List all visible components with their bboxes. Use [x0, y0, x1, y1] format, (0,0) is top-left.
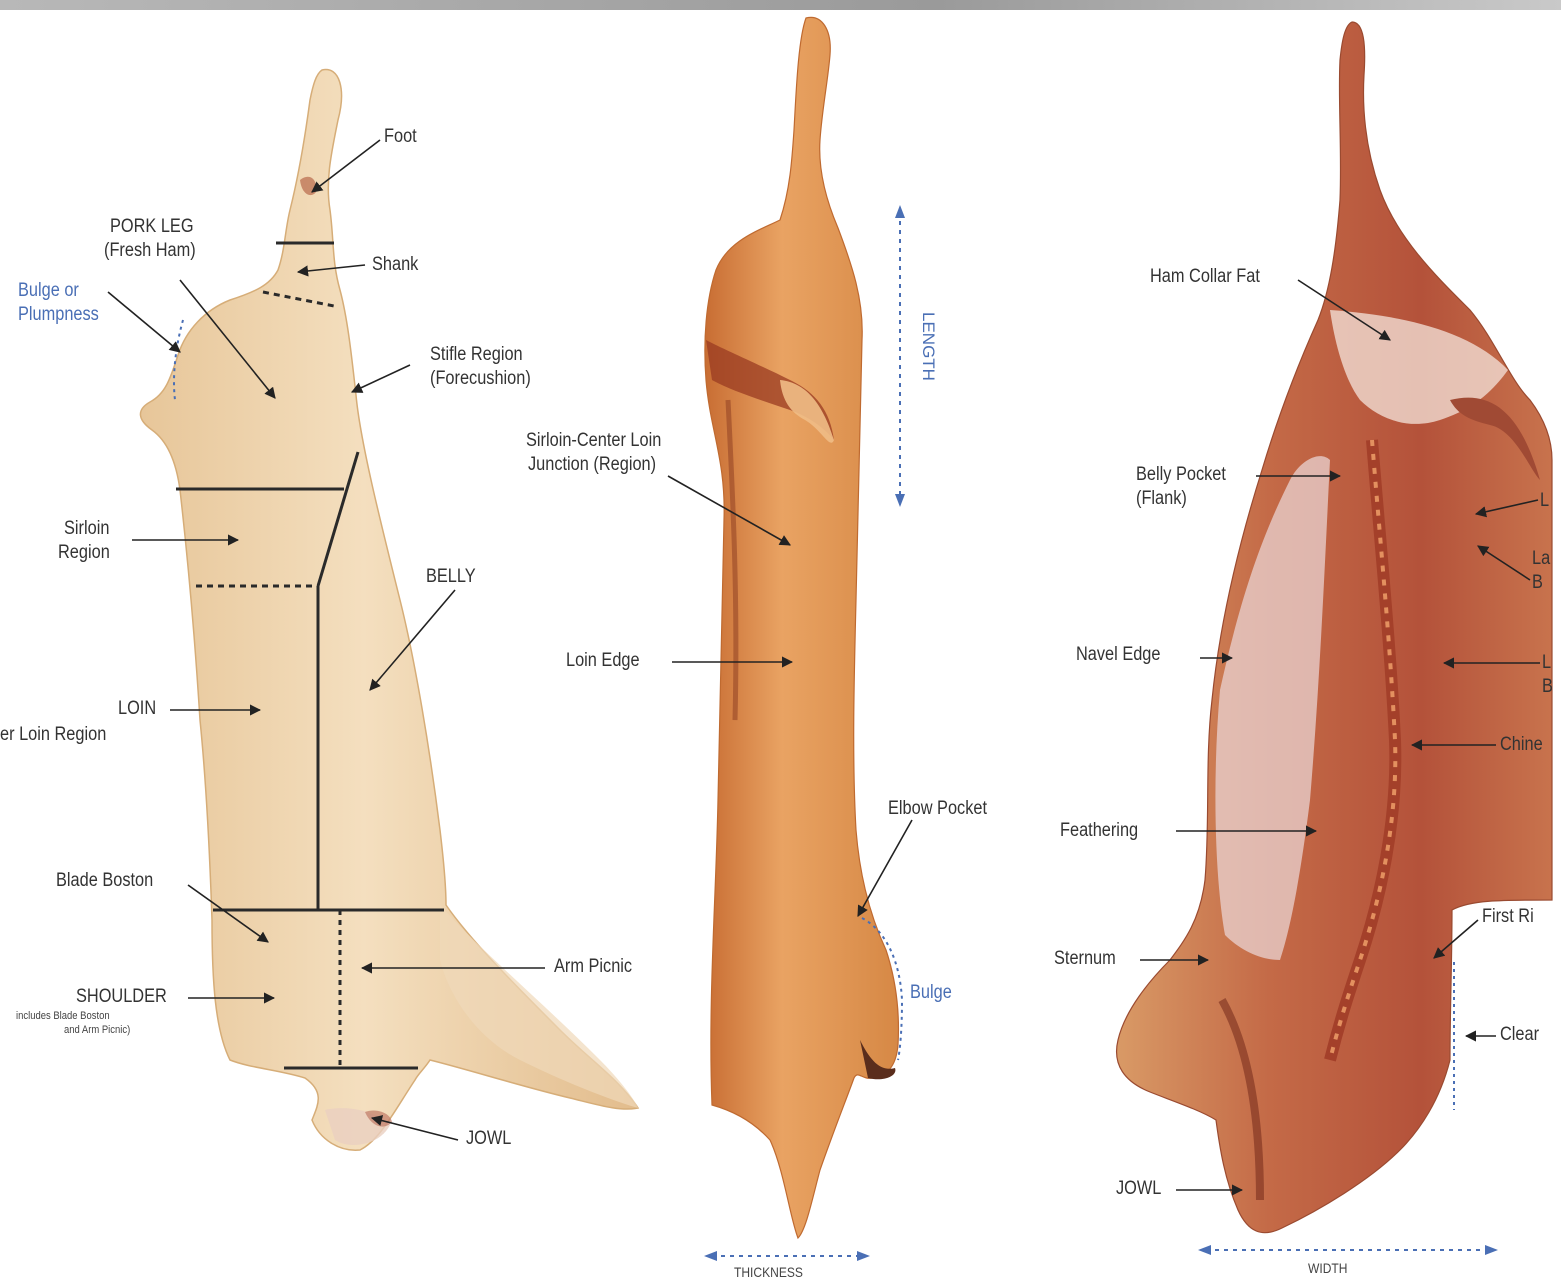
label-thickness: THICKNESS [734, 1266, 803, 1278]
label-l-1: L [1540, 490, 1549, 512]
label-belly: BELLY [426, 566, 476, 588]
label-pork-leg-sub: (Fresh Ham) [104, 240, 196, 262]
label-navel-edge: Navel Edge [1076, 644, 1160, 666]
label-la-1: La [1532, 548, 1550, 570]
label-jowl-right: JOWL [1116, 1178, 1161, 1200]
label-sirloin-junction-1: Sirloin-Center Loin [526, 430, 661, 452]
middle-carcass-side [705, 17, 899, 1238]
label-shoulder-note-2: and Arm Picnic) [64, 1024, 130, 1036]
label-sirloin-junction-2: Junction (Region) [528, 454, 656, 476]
label-stifle-1: Stifle Region [430, 344, 523, 366]
label-bulge-1: Bulge or [18, 280, 79, 302]
label-belly-pocket-1: Belly Pocket [1136, 464, 1226, 486]
label-shoulder-note-1: includes Blade Boston [16, 1010, 110, 1022]
label-width: WIDTH [1308, 1262, 1347, 1274]
label-elbow-pocket: Elbow Pocket [888, 798, 987, 820]
label-foot: Foot [384, 126, 417, 148]
label-ham-collar-fat: Ham Collar Fat [1150, 266, 1260, 288]
label-jowl-left: JOWL [466, 1128, 511, 1150]
label-loin: LOIN [118, 698, 156, 720]
label-arm-picnic: Arm Picnic [554, 956, 632, 978]
right-carcass-interior [1117, 22, 1552, 1233]
label-center-loin-region: er Loin Region [0, 724, 106, 746]
label-sirloin-2: Region [58, 542, 110, 564]
label-bulge-middle: Bulge [910, 982, 952, 1004]
label-length: LENGTH [918, 312, 938, 381]
label-belly-pocket-2: (Flank) [1136, 488, 1187, 510]
left-carcass-exterior [140, 70, 638, 1151]
label-b-1: B [1532, 572, 1543, 594]
label-stifle-2: (Forecushion) [430, 368, 531, 390]
label-first-rib: First Ri [1482, 906, 1534, 928]
label-pork-leg: PORK LEG [110, 216, 194, 238]
label-bulge-2: Plumpness [18, 304, 99, 326]
label-feathering: Feathering [1060, 820, 1138, 842]
label-sternum: Sternum [1054, 948, 1116, 970]
label-l-2: L [1542, 652, 1551, 674]
label-b-2: B [1542, 676, 1553, 698]
label-chine: Chine [1500, 734, 1543, 756]
label-shoulder: SHOULDER [76, 986, 167, 1008]
label-loin-edge: Loin Edge [566, 650, 640, 672]
label-blade-boston: Blade Boston [56, 870, 153, 892]
label-shank: Shank [372, 254, 418, 276]
label-clear: Clear [1500, 1024, 1539, 1046]
label-sirloin-1: Sirloin [64, 518, 109, 540]
